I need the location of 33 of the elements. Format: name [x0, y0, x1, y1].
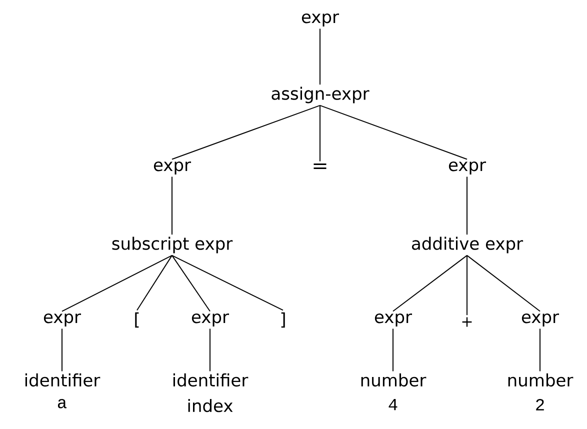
- leaf-token: index: [188, 398, 233, 412]
- tree-node-label: ]: [281, 312, 285, 328]
- tree-branch: [466, 254, 540, 312]
- tree-node-label: number: [361, 373, 426, 387]
- tree-node-label: expr: [448, 161, 486, 175]
- tree-branch: [320, 104, 468, 160]
- leaf-token: 4: [388, 398, 398, 410]
- tree-node-label: +: [462, 317, 472, 327]
- tree-branch: [466, 254, 468, 316]
- tree-node-label: subscript expr: [112, 236, 233, 254]
- tree-node-label: identifier: [25, 373, 100, 387]
- tree-branch: [172, 104, 320, 160]
- tree-node-label: expr: [302, 13, 340, 27]
- tree-node-label: expr: [154, 161, 192, 175]
- tree-node-label: =: [314, 163, 326, 170]
- tree-node-label: expr: [44, 313, 82, 327]
- tree-node-label: expr: [374, 313, 412, 327]
- tree-node-label: identifier: [173, 373, 248, 387]
- tree-node-label: [: [135, 312, 139, 328]
- tree-node-label: assign-expr: [272, 86, 370, 104]
- tree-branch: [392, 328, 394, 372]
- tree-node-label: expr: [192, 313, 230, 327]
- tree-branch: [172, 254, 284, 311]
- tree-branch: [172, 254, 210, 312]
- tree-branch: [392, 254, 468, 312]
- tree-node-label: additive expr: [412, 236, 524, 254]
- tree-branch: [62, 254, 172, 312]
- tree-node-label: expr: [522, 313, 560, 327]
- tree-branch: [136, 254, 172, 311]
- tree-branch: [466, 176, 468, 236]
- tree-node-label: number: [508, 373, 574, 387]
- leaf-token: 2: [536, 398, 544, 410]
- leaf-token: a: [58, 398, 67, 408]
